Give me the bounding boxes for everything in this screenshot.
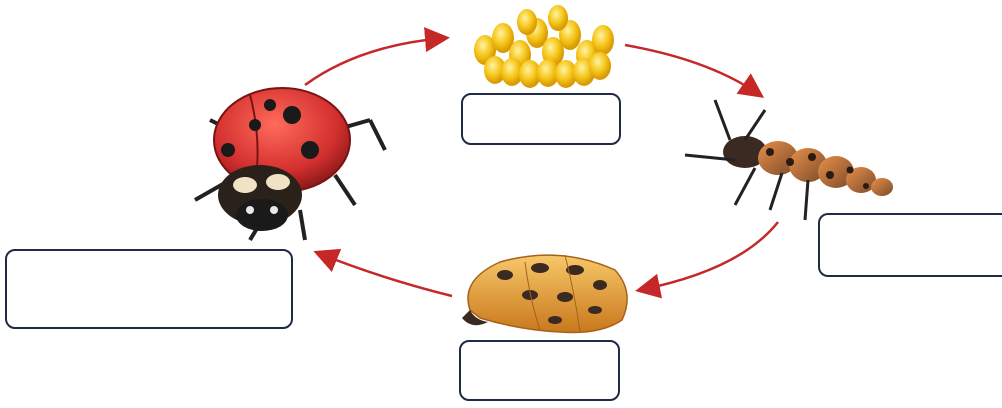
larva-icon bbox=[684, 99, 893, 221]
adult-label-box[interactable] bbox=[5, 249, 293, 329]
eggs-label-box[interactable] bbox=[461, 93, 621, 145]
arrow-pupa-to-adult bbox=[313, 248, 453, 298]
arrow-adult-to-eggs bbox=[304, 27, 450, 87]
arrow-larva-to-pupa bbox=[635, 221, 779, 299]
egg-cluster-icon bbox=[474, 5, 614, 88]
pupa-icon bbox=[462, 254, 628, 334]
pupa-label-box[interactable] bbox=[459, 340, 620, 401]
larva-label-box[interactable] bbox=[818, 213, 1002, 277]
arrow-eggs-to-larva bbox=[624, 43, 765, 98]
ladybug-icon bbox=[194, 87, 387, 242]
